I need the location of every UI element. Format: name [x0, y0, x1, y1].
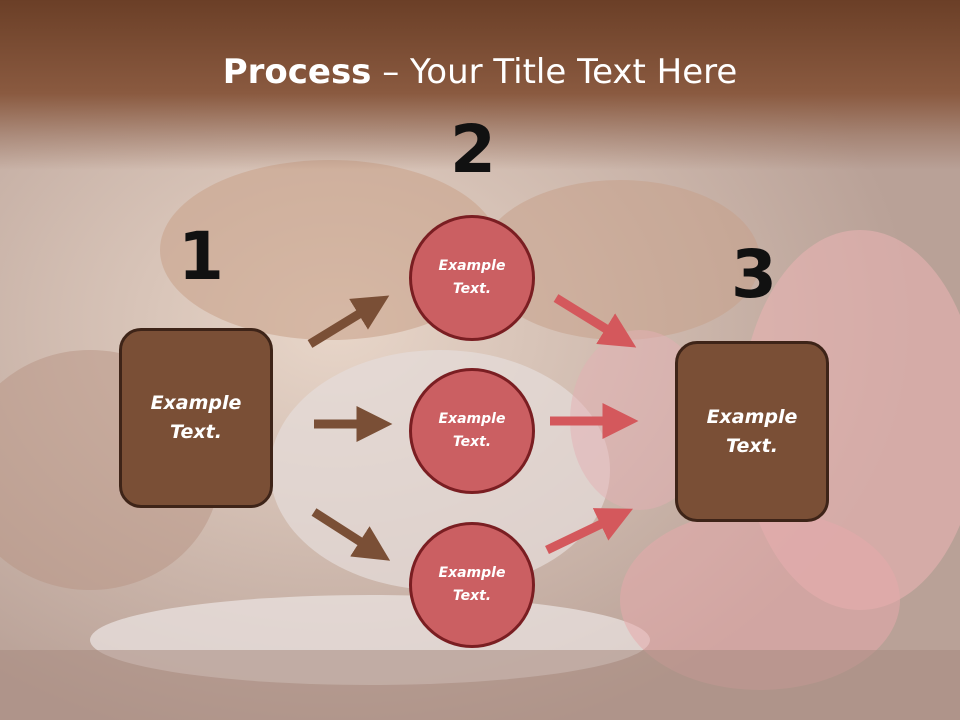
circle-step-2a[interactable]: Example Text. — [409, 215, 535, 341]
step-number-2: 2 — [450, 111, 496, 188]
step-box-3-line-2: Text. — [726, 434, 778, 457]
circle-step-2a-line-1: Example — [438, 258, 506, 274]
slide-title[interactable]: Process – Your Title Text Here — [0, 52, 960, 92]
arrow-2a-to-3 — [553, 294, 637, 348]
circle-step-2c-line-2: Text. — [452, 588, 492, 604]
circle-step-2c[interactable]: Example Text. — [409, 522, 535, 648]
arrow-1-to-2a — [307, 295, 390, 348]
step-box-3-line-1: Example — [706, 405, 798, 428]
circle-step-2b-line-2: Text. — [452, 434, 492, 450]
circle-step-2b-text: Example Text. — [439, 408, 506, 454]
circle-step-2a-text: Example Text. — [439, 255, 506, 301]
circle-step-2a-line-2: Text. — [452, 281, 492, 297]
circle-step-2c-text: Example Text. — [439, 562, 506, 608]
step-box-3-text: Example Text. — [707, 403, 798, 461]
circle-step-2b-line-1: Example — [438, 411, 506, 427]
arrow-2c-to-3 — [545, 508, 633, 555]
step-box-1[interactable]: Example Text. — [119, 328, 273, 508]
circle-step-2c-line-1: Example — [438, 565, 506, 581]
title-rest: – Your Title Text Here — [371, 52, 738, 92]
step-box-1-text: Example Text. — [151, 389, 242, 447]
step-box-3[interactable]: Example Text. — [675, 341, 829, 522]
step-box-1-line-2: Text. — [170, 421, 222, 443]
step-box-1-line-1: Example — [150, 392, 242, 414]
circle-step-2b[interactable]: Example Text. — [409, 368, 535, 494]
title-bold: Process — [222, 52, 372, 92]
arrow-1-to-2c — [311, 508, 391, 561]
step-number-1: 1 — [178, 218, 224, 295]
step-number-3: 3 — [731, 236, 777, 313]
title-bar — [0, 0, 960, 170]
